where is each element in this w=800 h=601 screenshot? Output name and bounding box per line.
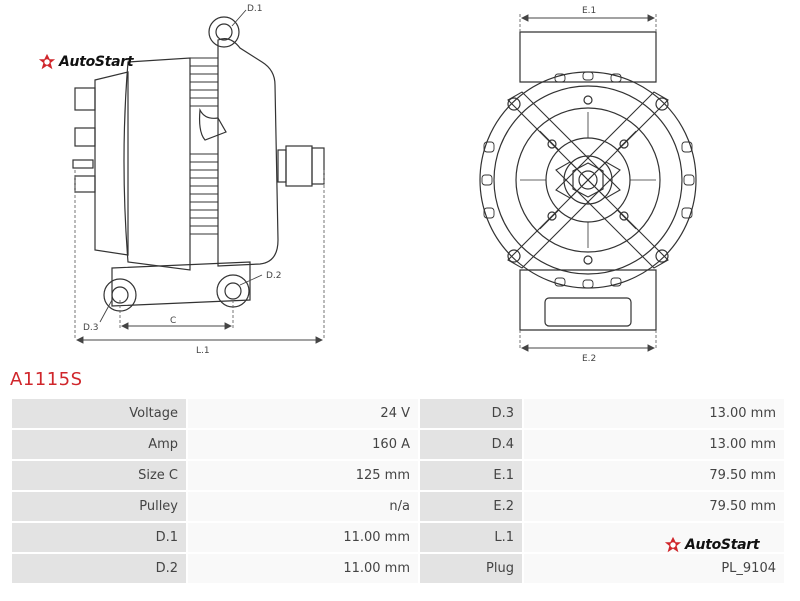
autostart-watermark-icon [664, 536, 682, 553]
spec-value: 24 V [188, 399, 418, 428]
dim-label-d2: D.2 [266, 271, 282, 281]
spec-label: D.4 [420, 430, 522, 459]
spec-label: Amp [12, 430, 186, 459]
spec-label: D.3 [420, 399, 522, 428]
dim-label-d1: D.1 [247, 4, 263, 14]
dim-label-d3: D.3 [83, 323, 99, 333]
spec-value: 79.50 mm [524, 461, 784, 490]
dim-label-l1: L.1 [196, 346, 210, 356]
dim-label-e1: E.1 [582, 6, 596, 16]
spec-value: 125 mm [188, 461, 418, 490]
spec-value: 13.00 mm [524, 430, 784, 459]
spec-value: 11.00 mm [188, 554, 418, 583]
spec-value: 13.00 mm [524, 399, 784, 428]
spec-label: Plug [420, 554, 522, 583]
spec-label: Voltage [12, 399, 186, 428]
spec-label: Size C [12, 461, 186, 490]
spec-label: Pulley [12, 492, 186, 521]
spec-value: n/a [188, 492, 418, 521]
spec-label: D.2 [12, 554, 186, 583]
brand-logo: AutoStart [38, 53, 134, 71]
spec-value: 11.00 mm [188, 523, 418, 552]
spec-label: E.1 [420, 461, 522, 490]
spec-value: 79.50 mm [524, 492, 784, 521]
autostart-logo-icon [38, 53, 56, 70]
dim-label-e2: E.2 [582, 354, 596, 364]
dim-label-c: C [170, 316, 176, 326]
technical-drawing: D.1 D.2 D.3 C L.1 E.1 E.2 [72, 4, 697, 364]
spec-label: E.2 [420, 492, 522, 521]
watermark-logo: AutoStart [664, 536, 760, 554]
spec-value: PL_9104 [524, 554, 784, 583]
spec-value: 160 A [188, 430, 418, 459]
alternator-side-view [72, 16, 325, 312]
product-code: A1115S [10, 369, 83, 390]
spec-label: D.1 [12, 523, 186, 552]
spec-value [524, 523, 784, 552]
watermark-logo-text: AutoStart [685, 537, 760, 553]
brand-logo-text: AutoStart [59, 54, 134, 70]
spec-label: L.1 [420, 523, 522, 552]
alternator-front-view [479, 31, 697, 331]
